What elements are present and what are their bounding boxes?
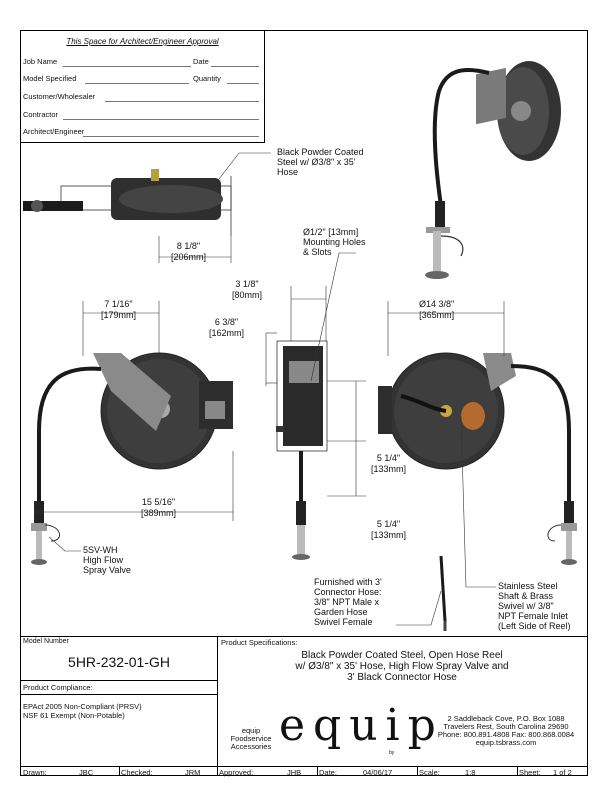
job-name-label: Job Name: [23, 57, 58, 66]
dim-front-offset: 6 3/8" [162mm]: [209, 317, 244, 339]
compliance-line-2: NSF 61 Exempt (Non-Potable): [23, 711, 125, 720]
approval-box: This Space for Architect/Engineer Approv…: [21, 31, 265, 143]
dim-side-a: 5 1/4" [133mm]: [371, 453, 406, 475]
dim-front-offset-mm: [162mm]: [209, 328, 245, 338]
brand-left-1: equip: [241, 726, 261, 735]
drawn-label: Drawn:: [23, 768, 47, 777]
dim-side-a-in: 5 1/4": [376, 453, 401, 463]
model-number-label: Model Number: [23, 638, 69, 645]
dim-side-a-mm: [133mm]: [371, 464, 407, 474]
dim-side-depth: 3 1/8" [80mm]: [232, 279, 262, 301]
mounting-callout: Ø1/2" [13mm] Mounting Holes & Slots: [303, 227, 366, 257]
dim-top-width-in: 8 1/8": [176, 241, 201, 251]
dim-side-depth-mm: [80mm]: [232, 290, 263, 300]
brand-left-3: Accessories: [230, 742, 272, 751]
quantity-label: Quantity: [193, 74, 221, 83]
date-label-footer: Date:: [319, 768, 337, 777]
dim-side-b: 5 1/4" [133mm]: [371, 519, 406, 541]
side-view: [276, 340, 328, 560]
isometric-view: [425, 61, 561, 279]
scale-label: Scale:: [419, 768, 440, 777]
dim-reel-diameter-mm: [365mm]: [419, 310, 455, 320]
compliance-line-1: EPAct 2005 Non-Compliant (PRSV): [23, 702, 142, 711]
dim-top-width: 8 1/8" [206mm]: [171, 241, 206, 263]
brand-by: by: [389, 750, 395, 756]
dim-front-offset-in: 6 3/8": [214, 317, 239, 327]
dim-front-arm-in: 7 1/16": [104, 299, 133, 309]
sheet-label: Sheet:: [519, 768, 541, 777]
specs-line-3: 3' Black Connector Hose: [347, 672, 457, 683]
approved-value: JHB: [287, 768, 302, 777]
title-block: Model Number 5HR-232-01-GH Product Compl…: [21, 636, 587, 777]
rear-view: [378, 352, 577, 565]
address-2: Travelers Rest, South Carolina 29690: [443, 722, 569, 731]
address-4: equip.tsbrass.com: [475, 738, 537, 747]
specs-line-1: Black Powder Coated Steel, Open Hose Ree…: [301, 650, 503, 661]
dim-front-arm: 7 1/16" [179mm]: [101, 299, 136, 321]
model-number: 5HR-232-01-GH: [68, 654, 170, 670]
contractor-label: Contractor: [23, 110, 59, 119]
shaft-callout: Stainless Steel Shaft & Brass Swivel w/ …: [498, 581, 571, 631]
model-specified-label: Model Specified: [23, 74, 77, 83]
hose-callout: Black Powder Coated Steel w/ Ø3/8" x 35'…: [277, 147, 364, 177]
dim-side-depth-in: 3 1/8": [235, 279, 259, 289]
drawn-value: JBC: [79, 768, 94, 777]
dim-reel-diameter: Ø14 3/8" [365mm]: [419, 299, 454, 321]
specs-line-2: w/ Ø3/8" x 35' Hose, High Flow Spray Val…: [295, 661, 509, 672]
front-view: [31, 352, 233, 565]
dim-top-width-mm: [206mm]: [171, 252, 207, 262]
dim-side-b-mm: [133mm]: [371, 530, 407, 540]
brand-left-2: Foodservice: [230, 734, 272, 743]
technical-drawing: [23, 61, 577, 631]
approval-title: This Space for Architect/Engineer Approv…: [66, 37, 219, 46]
compliance-label: Product Compliance:: [23, 683, 93, 692]
dim-side-b-in: 5 1/4": [376, 519, 401, 529]
approved-label: Approved:: [219, 768, 254, 777]
sheet-value: 1 of 2: [553, 768, 572, 777]
address-3: Phone: 800.891.4808 Fax: 800.868.0084: [437, 730, 575, 739]
valve-callout: 5SV-WH High Flow Spray Valve: [83, 545, 131, 575]
architect-label: Architect/Engineer: [23, 127, 85, 136]
brand-logo: equip: [279, 700, 444, 751]
scale-value: 1:8: [465, 768, 476, 777]
dim-front-width: 15 5/16" [389mm]: [141, 497, 176, 519]
customer-label: Customer/Wholesaler: [23, 92, 96, 101]
checked-value: JRM: [185, 768, 201, 777]
dim-front-arm-mm: [179mm]: [101, 310, 137, 320]
specs-label: Product Specifications:: [221, 638, 298, 647]
date-value: 04/06/17: [363, 768, 393, 777]
dim-front-width-mm: [389mm]: [141, 508, 177, 518]
dim-reel-diameter-in: Ø14 3/8": [419, 299, 455, 309]
top-view: [23, 169, 232, 236]
connector-callout: Furnished with 3' Connector Hose: 3/8" N…: [314, 577, 382, 627]
dim-front-width-in: 15 5/16": [141, 497, 176, 507]
date-label: Date: [193, 57, 209, 66]
checked-label: Checked:: [121, 768, 153, 777]
drawing-sheet: This Space for Architect/Engineer Approv…: [20, 30, 588, 777]
address-1: 2 Saddleback Cove, P.O. Box 1088: [447, 714, 565, 723]
